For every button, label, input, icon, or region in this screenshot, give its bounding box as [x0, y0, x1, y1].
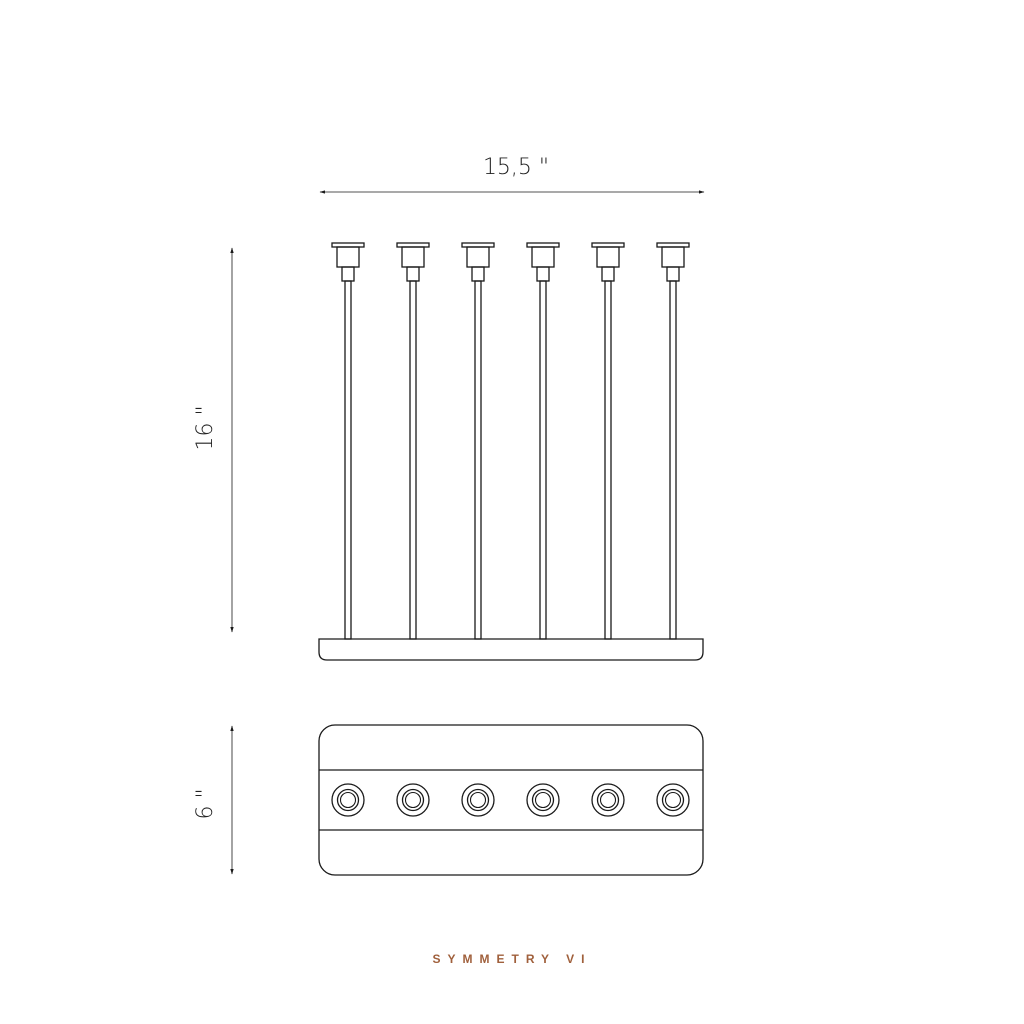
candle-1	[331, 242, 365, 640]
candle-collar	[601, 266, 615, 282]
hole-middle-ring	[336, 788, 360, 812]
top-hole-1	[331, 783, 365, 817]
candle-cup	[336, 246, 360, 268]
candle-cup	[661, 246, 685, 268]
candle-stem	[669, 280, 677, 640]
candle-cup	[401, 246, 425, 268]
hole-outer-ring	[461, 783, 495, 817]
candle-collar	[406, 266, 420, 282]
hole-inner-ring	[404, 791, 422, 809]
front-candle-group	[331, 242, 690, 640]
hole-inner-ring	[534, 791, 552, 809]
hole-middle-ring	[661, 788, 685, 812]
hole-inner-ring	[339, 791, 357, 809]
depth-label: 6 "	[193, 788, 218, 819]
candle-stem	[474, 280, 482, 640]
top-hole-5	[591, 783, 625, 817]
top-hole-3	[461, 783, 495, 817]
hole-middle-ring	[531, 788, 555, 812]
candle-stem	[344, 280, 352, 640]
candle-stem	[409, 280, 417, 640]
top-hole-2	[396, 783, 430, 817]
top-hole-group	[331, 783, 690, 817]
candle-4	[526, 242, 560, 640]
candle-cup	[596, 246, 620, 268]
hole-middle-ring	[466, 788, 490, 812]
width-dimension: 15,5 "	[319, 155, 705, 194]
depth-dimension: 6 "	[193, 725, 234, 875]
hole-middle-ring	[401, 788, 425, 812]
candle-stem	[539, 280, 547, 640]
top-hole-4	[526, 783, 560, 817]
candle-collar	[341, 266, 355, 282]
product-caption: SYMMETRY VI	[432, 952, 592, 966]
front-base	[318, 638, 704, 661]
hole-inner-ring	[469, 791, 487, 809]
hole-outer-ring	[396, 783, 430, 817]
candle-stem	[604, 280, 612, 640]
height-label: 16 "	[193, 405, 218, 450]
hole-inner-ring	[599, 791, 617, 809]
candle-5	[591, 242, 625, 640]
hole-outer-ring	[591, 783, 625, 817]
candle-cup	[466, 246, 490, 268]
candle-cup	[531, 246, 555, 268]
candle-collar	[471, 266, 485, 282]
hole-middle-ring	[596, 788, 620, 812]
candle-collar	[536, 266, 550, 282]
top-view-base-outline	[318, 724, 704, 876]
width-label: 15,5 "	[483, 155, 549, 180]
front-elevation	[318, 242, 704, 661]
candle-3	[461, 242, 495, 640]
height-dimension: 16 "	[193, 247, 234, 633]
candle-2	[396, 242, 430, 640]
candle-collar	[666, 266, 680, 282]
hole-inner-ring	[664, 791, 682, 809]
hole-outer-ring	[331, 783, 365, 817]
hole-outer-ring	[656, 783, 690, 817]
hole-outer-ring	[526, 783, 560, 817]
candle-6	[656, 242, 690, 640]
top-view	[318, 724, 704, 876]
top-hole-6	[656, 783, 690, 817]
